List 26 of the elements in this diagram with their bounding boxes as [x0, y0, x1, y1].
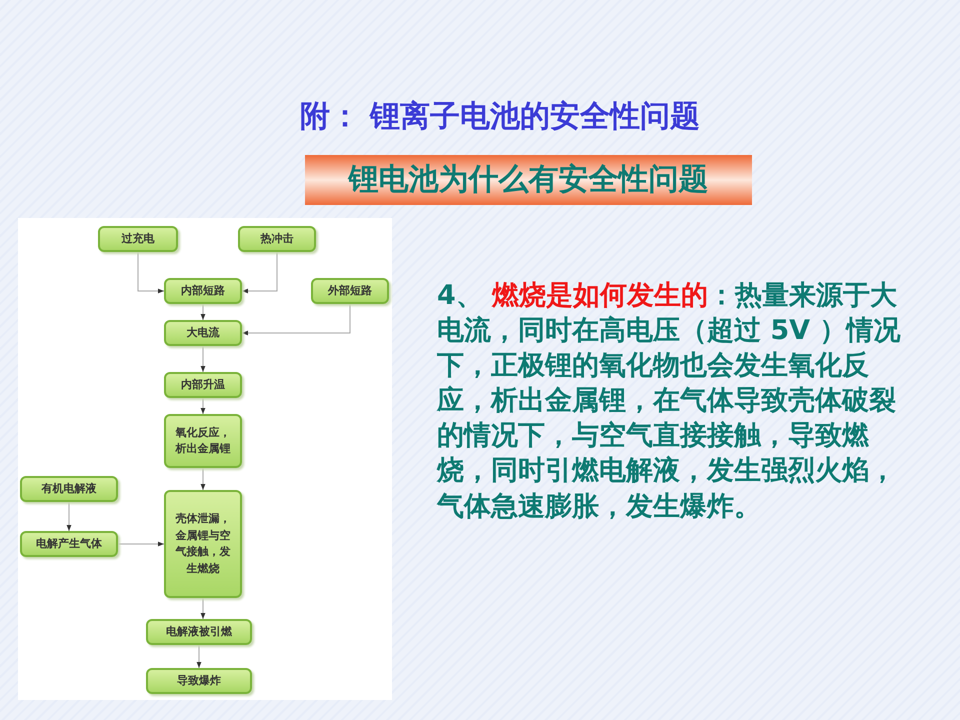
process-box: 外部短路: [311, 278, 389, 304]
explanation-paragraph: 4、 燃烧是如何发生的：热量来源于大电流，同时在高电压（超过 5V ）情况下，正极锂的氧化物也会发生氧化反应，析出金属锂，在气体导致壳体破裂的情况下，与空气直接接触，导致燃烧，同时引燃电解液，发生强烈火焰，气体急速膨胀，发生爆炸。: [437, 279, 902, 524]
slide-title: 附： 锂离子电池的安全性问题: [298, 98, 702, 136]
arrow: [200, 398, 206, 414]
arrow: [66, 502, 72, 532]
arrow: [200, 304, 206, 320]
process-box: 大电流: [164, 320, 242, 346]
process-box: 内部升温: [164, 372, 242, 398]
process-box: 壳体泄漏，金属锂与空气接触，发生燃烧: [164, 490, 242, 598]
arrow: [118, 542, 164, 546]
arrow: [242, 252, 278, 294]
process-box: 导致爆炸: [146, 668, 252, 694]
arrow: [200, 346, 206, 372]
process-box: 电解液被引燃: [146, 619, 252, 645]
arrow: [138, 252, 164, 294]
process-box: 热冲击: [238, 226, 316, 252]
process-box: 过充电: [98, 226, 178, 252]
process-box: 电解产生气体: [20, 531, 118, 557]
arrow: [242, 304, 350, 336]
arrow: [200, 598, 206, 620]
process-box: 氧化反应，析出金属锂: [164, 414, 242, 468]
process-box: 有机电解液: [20, 476, 118, 502]
subtitle-banner: 锂电池为什么有安全性问题: [305, 155, 752, 205]
arrow: [196, 644, 202, 668]
process-box: 内部短路: [164, 278, 242, 304]
arrow: [200, 468, 206, 490]
